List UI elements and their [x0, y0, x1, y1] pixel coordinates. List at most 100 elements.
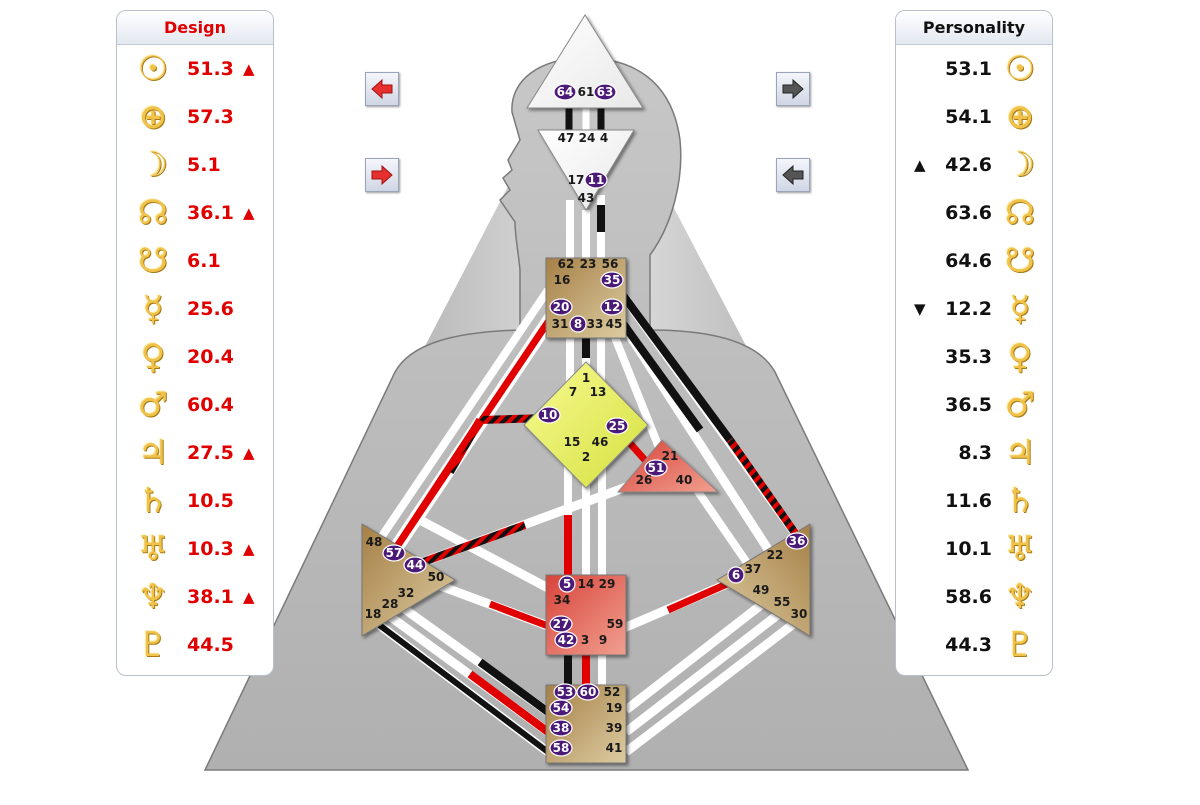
gate-activation-marker — [576, 683, 600, 701]
personality-row-earth[interactable]: 54.1⊕ — [896, 93, 1052, 141]
gate-32[interactable]: 32 — [398, 586, 415, 600]
gate-2[interactable]: 2 — [582, 450, 590, 464]
gate-17[interactable]: 17 — [568, 173, 585, 187]
gate-13[interactable]: 13 — [590, 385, 607, 399]
gate-40[interactable]: 40 — [676, 473, 693, 487]
personality-row-uranus[interactable]: 10.1♅ — [896, 525, 1052, 573]
gate-5[interactable]: 5 — [558, 575, 576, 593]
gate-59[interactable]: 59 — [607, 617, 624, 631]
gate-16[interactable]: 16 — [554, 273, 571, 287]
personality-row-pluto[interactable]: 44.3♇ — [896, 621, 1052, 669]
gate-58[interactable]: 58 — [549, 739, 573, 757]
personality-row-north-node[interactable]: 63.6☊ — [896, 189, 1052, 237]
gate-12[interactable]: 12 — [600, 298, 624, 316]
gate-11[interactable]: 11 — [584, 171, 608, 189]
gate-63[interactable]: 63 — [593, 83, 617, 101]
gate-41[interactable]: 41 — [606, 741, 623, 755]
gate-51[interactable]: 51 — [644, 459, 668, 477]
gate-61[interactable]: 61 — [578, 85, 595, 99]
personality-next-button[interactable] — [776, 72, 810, 106]
gate-8[interactable]: 8 — [569, 315, 587, 333]
gate-53[interactable]: 53 — [553, 683, 577, 701]
design-row-earth[interactable]: ⊕57.3 — [117, 93, 273, 141]
gate-4[interactable]: 4 — [600, 131, 608, 145]
design-row-uranus[interactable]: ♅10.3▲ — [117, 525, 273, 573]
gate-15[interactable]: 15 — [564, 435, 581, 449]
gate-47[interactable]: 47 — [558, 131, 575, 145]
gate-27[interactable]: 27 — [549, 615, 573, 633]
gate-3[interactable]: 3 — [581, 633, 589, 647]
gate-37[interactable]: 37 — [745, 562, 762, 576]
gate-25[interactable]: 25 — [605, 417, 629, 435]
design-row-moon[interactable]: ☽5.1 — [117, 141, 273, 189]
design-row-neptune[interactable]: ♆38.1▲ — [117, 573, 273, 621]
gate-45[interactable]: 45 — [606, 317, 623, 331]
gate-10[interactable]: 10 — [537, 406, 561, 424]
gate-number: 32 — [398, 586, 415, 600]
gate-62[interactable]: 62 — [558, 257, 575, 271]
personality-prev-button[interactable] — [776, 158, 810, 192]
gate-55[interactable]: 55 — [774, 595, 791, 609]
gate-19[interactable]: 19 — [606, 701, 623, 715]
personality-row-venus[interactable]: 35.3♀ — [896, 333, 1052, 381]
design-row-sun[interactable]: ☉51.3▲ — [117, 45, 273, 93]
gate-35[interactable]: 35 — [600, 271, 624, 289]
personality-row-saturn[interactable]: 11.6♄ — [896, 477, 1052, 525]
personality-row-jupiter[interactable]: 8.3♃ — [896, 429, 1052, 477]
gate-36[interactable]: 36 — [785, 532, 809, 550]
design-row-jupiter[interactable]: ♃27.5▲ — [117, 429, 273, 477]
gate-49[interactable]: 49 — [753, 583, 770, 597]
gate-31[interactable]: 31 — [552, 317, 569, 331]
gate-56[interactable]: 56 — [602, 257, 619, 271]
gate-14[interactable]: 14 — [578, 577, 595, 591]
gate-26[interactable]: 26 — [636, 473, 653, 487]
gate-60[interactable]: 60 — [576, 683, 600, 701]
personality-row-south-node[interactable]: 64.6☋ — [896, 237, 1052, 285]
gate-21[interactable]: 21 — [662, 449, 679, 463]
gate-20[interactable]: 20 — [549, 298, 573, 316]
gate-activation-marker — [537, 406, 561, 424]
personality-row-neptune[interactable]: 58.6♆ — [896, 573, 1052, 621]
gate-52[interactable]: 52 — [604, 685, 621, 699]
gate-18[interactable]: 18 — [365, 607, 382, 621]
personality-row-mercury[interactable]: ▼12.2☿ — [896, 285, 1052, 333]
design-row-mercury[interactable]: ☿25.6 — [117, 285, 273, 333]
gate-48[interactable]: 48 — [366, 535, 383, 549]
personality-row-moon[interactable]: ▲42.6☽ — [896, 141, 1052, 189]
gate-22[interactable]: 22 — [767, 548, 784, 562]
gate-1[interactable]: 1 — [582, 371, 590, 385]
personality-row-sun[interactable]: 53.1☉ — [896, 45, 1052, 93]
gate-64[interactable]: 64 — [553, 83, 577, 101]
gate-9[interactable]: 9 — [599, 633, 607, 647]
gate-46[interactable]: 46 — [592, 435, 609, 449]
gate-number: 26 — [636, 473, 653, 487]
design-row-north-node[interactable]: ☊36.1▲ — [117, 189, 273, 237]
design-row-venus[interactable]: ♀20.4 — [117, 333, 273, 381]
design-row-mars[interactable]: ♂60.4 — [117, 381, 273, 429]
gate-number: 56 — [602, 257, 619, 271]
design-prev-button[interactable] — [365, 72, 399, 106]
gate-33[interactable]: 33 — [587, 317, 604, 331]
gate-24[interactable]: 24 — [579, 131, 596, 145]
gate-50[interactable]: 50 — [428, 570, 445, 584]
gate-57[interactable]: 57 — [382, 544, 406, 562]
design-row-pluto[interactable]: ♇44.5 — [117, 621, 273, 669]
design-row-south-node[interactable]: ☋6.1 — [117, 237, 273, 285]
design-row-saturn[interactable]: ♄10.5 — [117, 477, 273, 525]
gate-39[interactable]: 39 — [606, 721, 623, 735]
gate-7[interactable]: 7 — [569, 385, 577, 399]
gate-38[interactable]: 38 — [549, 719, 573, 737]
gate-29[interactable]: 29 — [599, 577, 616, 591]
gate-43[interactable]: 43 — [578, 191, 595, 205]
gate-42[interactable]: 42 — [554, 631, 578, 649]
gate-34[interactable]: 34 — [554, 593, 571, 607]
design-next-button[interactable] — [365, 158, 399, 192]
gate-30[interactable]: 30 — [791, 607, 808, 621]
gate-23[interactable]: 23 — [580, 257, 597, 271]
gate-54[interactable]: 54 — [549, 699, 573, 717]
design-value: 25.6 — [187, 298, 234, 320]
gate-44[interactable]: 44 — [403, 556, 427, 574]
personality-row-mars[interactable]: 36.5♂ — [896, 381, 1052, 429]
gate-6[interactable]: 6 — [727, 566, 745, 584]
gate-28[interactable]: 28 — [382, 597, 399, 611]
